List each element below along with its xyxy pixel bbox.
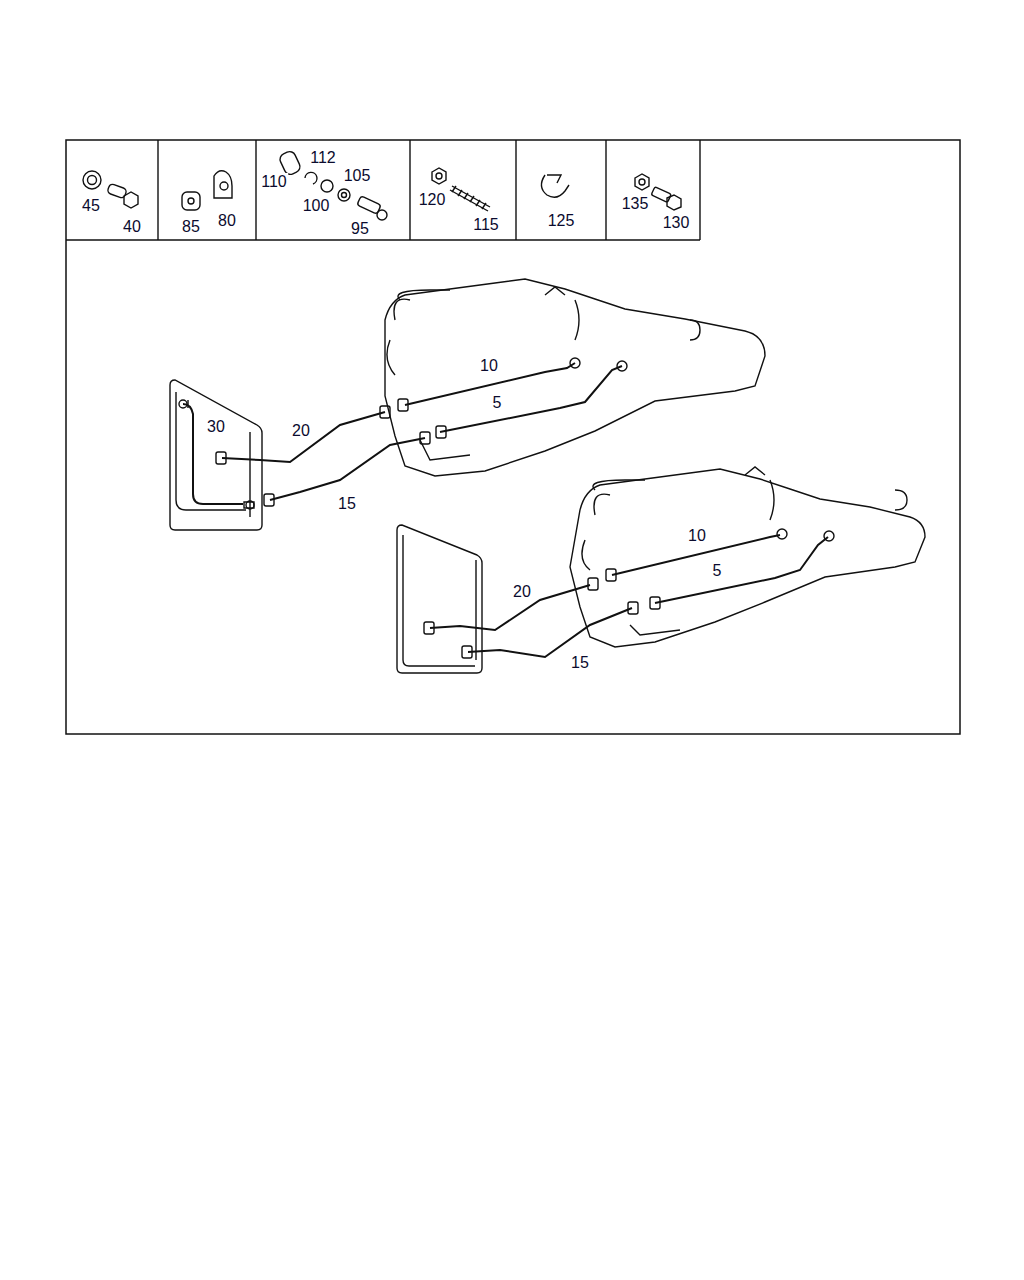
callout-number: 5 bbox=[712, 562, 723, 580]
callout-number: 105 bbox=[343, 167, 372, 185]
callout-number: 40 bbox=[122, 218, 142, 236]
callout-number: 10 bbox=[479, 357, 499, 375]
callout-number: 20 bbox=[512, 583, 532, 601]
callout-number: 45 bbox=[81, 197, 101, 215]
callout-number: 20 bbox=[291, 422, 311, 440]
callout-number: 135 bbox=[621, 195, 650, 213]
callout-number: 95 bbox=[350, 220, 370, 238]
callout-number: 115 bbox=[472, 216, 500, 234]
callout-number: 110 bbox=[260, 173, 288, 191]
callout-number: 80 bbox=[217, 212, 237, 230]
callout-number: 5 bbox=[492, 394, 503, 412]
callout-number: 120 bbox=[418, 191, 447, 209]
callout-number: 15 bbox=[337, 495, 357, 513]
callout-number: 112 bbox=[309, 149, 337, 167]
callout-number: 15 bbox=[570, 654, 590, 672]
callout-number: 130 bbox=[662, 214, 691, 232]
callout-number: 10 bbox=[687, 527, 707, 545]
callout-number: 100 bbox=[302, 197, 331, 215]
callout-number: 85 bbox=[181, 218, 201, 236]
callout-number: 30 bbox=[206, 418, 226, 436]
callout-number: 125 bbox=[547, 212, 576, 230]
